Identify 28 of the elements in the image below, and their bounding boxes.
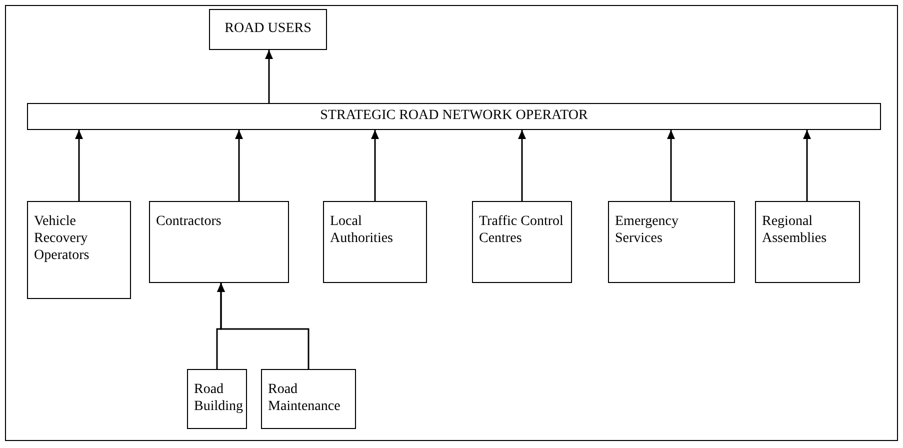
org-box: [472, 201, 572, 283]
org-box: [323, 201, 427, 283]
arrow: [803, 130, 811, 201]
arrow: [667, 130, 675, 201]
arrow: [371, 130, 379, 201]
box-label: Road Building: [194, 382, 243, 416]
org-box: [608, 201, 735, 283]
org-box: [261, 369, 356, 429]
arrow: [75, 130, 83, 201]
box-label: Emergency Services: [615, 214, 680, 248]
arrow: [235, 130, 243, 201]
box-label: Contractors: [156, 214, 222, 231]
org-box: [209, 9, 327, 50]
box-label: STRATEGIC ROAD NETWORK OPERATOR: [320, 108, 588, 125]
box-label: Local Authorities: [330, 214, 394, 248]
arrow: [217, 283, 310, 369]
org-box: [149, 201, 289, 283]
box-label: Traffic Control Centres: [479, 214, 564, 248]
box-label: ROAD USERS: [224, 21, 312, 38]
box-label: Road Maintenance: [268, 382, 342, 416]
org-box: [27, 103, 881, 130]
arrow: [265, 50, 273, 103]
org-box: [755, 201, 860, 283]
org-box: [27, 201, 131, 299]
box-label: Vehicle Recovery Operators: [34, 214, 90, 264]
box-label: Regional Assemblies: [762, 214, 828, 248]
arrow: [518, 130, 526, 201]
org-box: [187, 369, 247, 429]
